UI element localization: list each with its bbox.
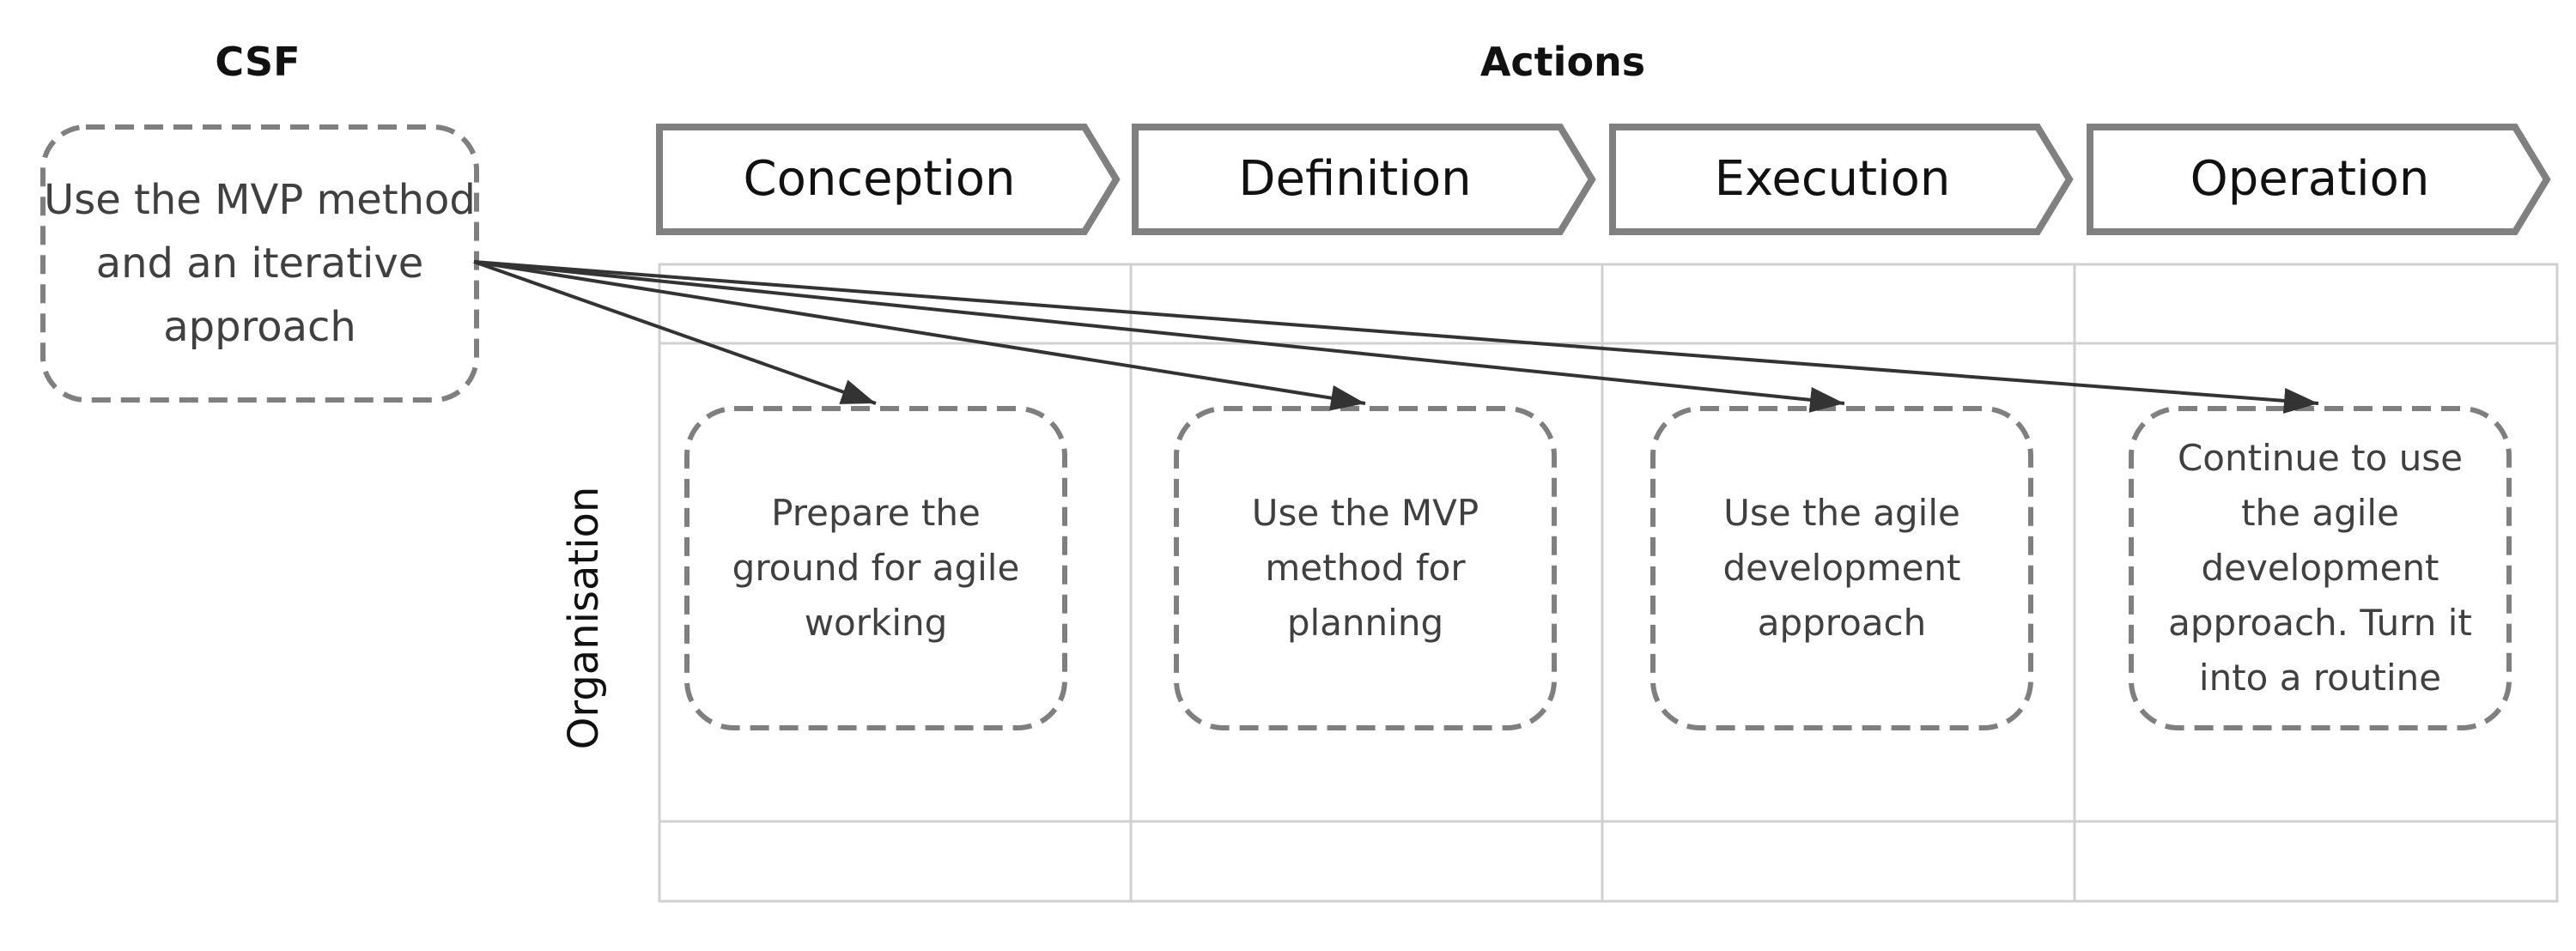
- action-box-1: [684, 406, 1067, 730]
- arrow-to-action-1: [473, 260, 877, 405]
- action-text-3: Use the agile development approach: [1722, 492, 1961, 644]
- arrow-to-action-4: [473, 260, 2319, 414]
- action-text-4: Continue to use the agile development ap…: [2168, 437, 2472, 699]
- arrow-to-action-2: [473, 260, 1366, 411]
- action-box-4: [2129, 406, 2512, 730]
- phase-label-operation: Operation: [2190, 151, 2430, 207]
- action-box-3: [1650, 406, 2033, 730]
- phase-chevrons: [656, 124, 2551, 235]
- arrows: [473, 260, 2319, 414]
- csf-heading: CSF: [215, 39, 301, 85]
- phase-label-definition: Definition: [1238, 151, 1472, 207]
- phase-label-conception: Conception: [743, 151, 1016, 207]
- chevron-definition: [1132, 124, 1596, 235]
- row-label-organisation: Organisation: [560, 486, 608, 750]
- action-box-2: [1174, 406, 1557, 730]
- grid: [658, 263, 2559, 903]
- arrow-to-action-3: [473, 260, 1845, 413]
- dashed-boxes: [40, 124, 2512, 730]
- action-text-2: Use the MVP method for planning: [1251, 492, 1479, 644]
- action-text-1: Prepare the ground for agile working: [732, 492, 1020, 644]
- chevron-execution: [1609, 124, 2074, 235]
- chevron-operation: [2087, 124, 2551, 235]
- grid-outline: [658, 263, 2559, 903]
- actions-heading: Actions: [1479, 39, 1646, 85]
- csf-text: Use the MVP method and an iterative appr…: [44, 176, 476, 351]
- chevron-conception: [656, 124, 1121, 235]
- phase-label-execution: Execution: [1714, 151, 1951, 207]
